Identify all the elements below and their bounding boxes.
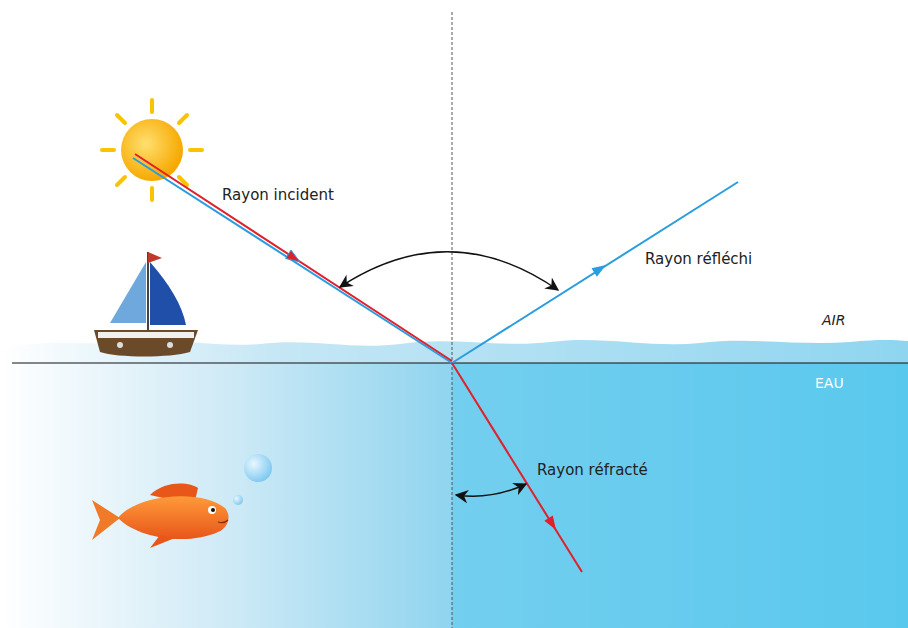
- arrowhead: [544, 516, 556, 531]
- interface-line: [12, 362, 908, 363]
- bubble: [244, 454, 272, 482]
- sailboat: [94, 252, 198, 357]
- ray-label: Rayon réfléchi: [645, 250, 752, 268]
- arrowhead: [592, 265, 607, 277]
- fish: [92, 484, 229, 548]
- angle-arc: [456, 484, 526, 496]
- medium-label: AIR: [822, 311, 845, 329]
- bubble: [233, 495, 243, 505]
- arrowhead: [286, 250, 300, 262]
- incident-ray-blue: [133, 158, 452, 363]
- sun-rays: [102, 100, 202, 200]
- ray-label: Rayon réfracté: [537, 461, 648, 479]
- reflected-ray: [452, 182, 738, 363]
- water-right: [452, 363, 908, 628]
- medium-label: EAU: [815, 374, 844, 392]
- normal-line: [452, 12, 453, 628]
- ray-label: Rayon incident: [222, 186, 334, 204]
- angle-arc: [340, 252, 558, 290]
- sun: [121, 119, 183, 181]
- water: [0, 363, 908, 628]
